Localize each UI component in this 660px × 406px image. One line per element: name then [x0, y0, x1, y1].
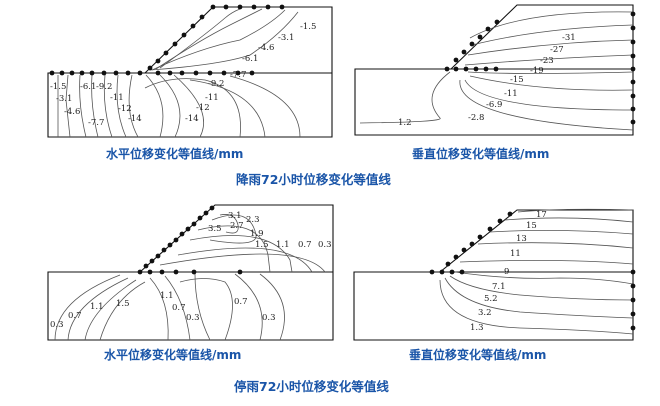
contour-label: -2.8	[468, 113, 484, 123]
monitoring-points	[444, 11, 636, 125]
contour-label: 0.7	[172, 303, 186, 313]
contour-label: 3.2	[478, 308, 492, 318]
contour-label: 11	[510, 249, 521, 259]
contour-label: 1.5	[116, 299, 130, 309]
contour-label: -4.6	[64, 107, 80, 117]
contour-label: -1.5	[50, 82, 66, 92]
contour-label: 2.7	[230, 221, 244, 231]
panel-stop-vertical: 17 15 13 11 9 7.1 5.2 3.2 1.3 垂直位移变化等值线/…	[353, 208, 636, 362]
contour-label: -4.6	[258, 43, 274, 53]
contour-label: 0.3	[50, 320, 64, 330]
contour-label: -6.1	[242, 54, 258, 64]
contour-label: 1.5	[255, 240, 269, 250]
contour-labels: -31 -27 -23 -19 -15 -11 -6.9 -2.8 1.2	[398, 33, 576, 128]
section-title: 降雨72小时位移变化等值线	[236, 172, 391, 187]
contour-label: 2.3	[246, 215, 260, 225]
contour-lines	[359, 11, 634, 131]
contour-label: 9	[504, 267, 509, 277]
contour-labels: 17 15 13 11 9 7.1 5.2 3.2 1.3	[470, 210, 547, 333]
panel-caption: 水平位移变化等值线/mm	[104, 347, 241, 362]
contour-label: 0.7	[234, 297, 248, 307]
contour-lines	[439, 208, 634, 335]
contour-label: -1.5	[300, 22, 316, 32]
contour-label: 17	[536, 210, 547, 220]
contour-label: 7.1	[492, 282, 506, 292]
contour-label: -11	[504, 89, 518, 99]
contour-label: -7.7	[88, 118, 104, 128]
contour-label: 0.7	[298, 240, 312, 250]
panel-stop-horizontal: 3.1 2.3 3.5 2.7 1.9 1.5 1.1 0.7 0.3 0.3 …	[47, 204, 334, 362]
contour-label: -23	[540, 56, 554, 66]
contour-label: 15	[526, 221, 537, 231]
contour-label: -27	[550, 45, 564, 55]
contour-label: 1.1	[160, 291, 174, 301]
contour-label: -12	[196, 103, 210, 113]
contour-label: -14	[128, 114, 142, 124]
contour-label: 1.9	[250, 229, 264, 239]
contour-label: 5.2	[484, 294, 498, 304]
contour-label: 0.3	[262, 313, 276, 323]
contour-label: 0.3	[318, 240, 332, 250]
contour-label: 0.3	[186, 313, 200, 323]
contour-label: -9.2	[208, 79, 224, 89]
contour-label: 1.1	[90, 302, 104, 312]
contour-label: -11	[110, 93, 124, 103]
contour-label: -6.1	[80, 82, 96, 92]
model-boundary	[353, 209, 634, 341]
contour-label: -31	[562, 33, 576, 43]
contour-label: 1.3	[470, 323, 484, 333]
contour-label: -7.7	[230, 70, 246, 80]
panel-caption: 垂直位移变化等值线/mm	[409, 347, 546, 362]
contour-label: -14	[185, 114, 199, 124]
contour-label: -19	[530, 66, 544, 76]
contour-label: -9.2	[96, 82, 112, 92]
panel-caption: 水平位移变化等值线/mm	[106, 146, 243, 161]
contour-label: -12	[118, 104, 132, 114]
monitoring-points	[49, 4, 285, 76]
contour-label: 3.5	[208, 224, 222, 234]
contour-label: -3.1	[278, 33, 294, 43]
model-boundary	[354, 4, 634, 136]
section-title: 停雨72小时位移变化等值线	[234, 379, 389, 394]
contour-label: -6.9	[486, 100, 502, 110]
contour-labels: -1.5 -3.1 -4.6 -6.1 -7.7 -9.2 -1.5 -3.1 …	[50, 22, 316, 128]
contour-label: -15	[510, 75, 524, 85]
contour-label: 13	[516, 234, 527, 244]
contour-labels: 3.1 2.3 3.5 2.7 1.9 1.5 1.1 0.7 0.3 0.3 …	[50, 211, 332, 330]
contour-label: 1.2	[398, 118, 412, 128]
panel-caption: 垂直位移变化等值线/mm	[412, 146, 549, 161]
contour-lines	[54, 214, 326, 341]
contour-lines	[57, 8, 301, 138]
contour-label: -3.1	[56, 94, 72, 104]
monitoring-points	[429, 211, 636, 331]
contour-label: -11	[205, 93, 219, 103]
monitoring-points	[137, 205, 243, 275]
contour-label: 3.1	[228, 211, 242, 221]
contour-label: 1.1	[276, 240, 290, 250]
contour-label: 0.7	[68, 311, 82, 321]
panel-rain-vertical: -31 -27 -23 -19 -15 -11 -6.9 -2.8 1.2 垂直…	[354, 4, 636, 161]
panel-rain-horizontal: -1.5 -3.1 -4.6 -6.1 -7.7 -9.2 -1.5 -3.1 …	[47, 4, 333, 161]
